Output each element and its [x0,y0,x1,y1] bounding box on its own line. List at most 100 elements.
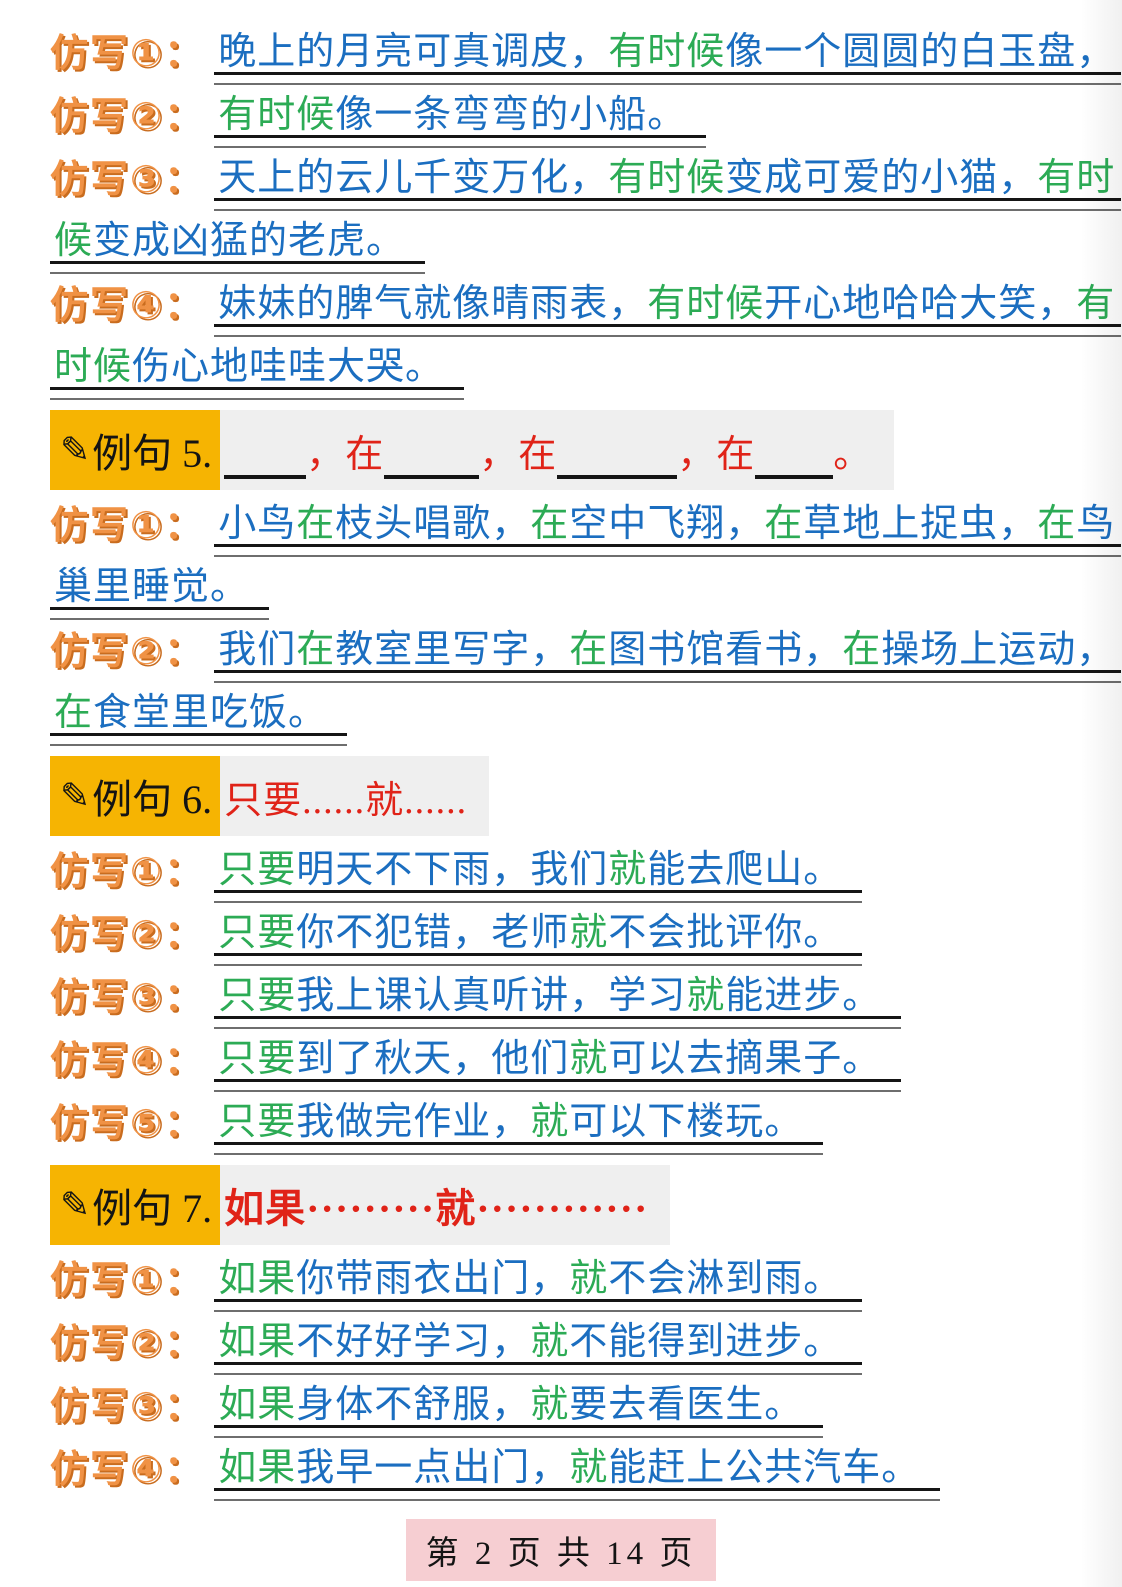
text-segment: 开心地哈哈大笑， [764,283,1077,325]
pattern-blank [224,435,307,479]
text-segment: 候 [54,220,94,262]
text-segment: 只要 [218,912,297,954]
exercise-line-continuation: 巢里睡觉。 [50,559,1075,622]
example-title: 例句 7. [92,1186,213,1231]
line-label: 仿写①： [50,1260,205,1302]
text-segment: 只要......就...... [224,779,468,822]
text-segment: 有 [1076,283,1116,325]
text-segment: 我上课认真听讲，学习 [296,975,687,1017]
text-segment: 就 [530,1384,570,1426]
exercise-line: 仿写①：晚上的月亮可真调皮，有时候像一个圆圆的白玉盘， [50,24,1122,87]
text-segment: 如果 [218,1258,297,1300]
pattern-blank [557,435,678,479]
text-segment: 有时候 [647,283,765,325]
exercise-line: 仿写③：只要我上课认真听讲，学习就能进步。 [50,968,1075,1031]
underlined-sentence: 妹妹的脾气就像晴雨表，有时候开心地哈哈大笑，有 [214,272,1122,339]
text-segment: 在 [54,692,94,734]
text-segment: 在 [569,629,609,671]
example-header: ✎例句 5.，在，在，在。 [50,410,1075,490]
text-segment: 天上的云儿千变万化， [218,157,609,199]
text-segment: 我早一点出门， [296,1447,570,1489]
example-pattern: 只要......就...... [220,756,490,836]
text-segment: 如果 [218,1384,297,1426]
line-label: 仿写②： [50,1323,205,1365]
example-header: ✎例句 6.只要......就...... [50,756,1075,836]
text-segment: 只要 [218,849,297,891]
text-segment: 如果 [218,1321,297,1363]
example-pattern: ，在，在，在。 [220,410,895,490]
exercise-line: 仿写④：只要到了秋天，他们就可以去摘果子。 [50,1031,1075,1094]
text-segment: 食堂里吃饭。 [93,692,328,734]
exercise-line: 仿写②：只要你不犯错，老师就不会批评你。 [50,905,1075,968]
text-segment: 我做完作业， [296,1101,531,1143]
line-label: 仿写④： [50,1040,205,1082]
line-label: 仿写④： [50,285,205,327]
text-segment: 如果 [218,1447,297,1489]
text-segment: 不会批评你。 [608,912,843,954]
text-segment: 身体不舒服， [296,1384,531,1426]
text-segment: 在 [296,629,336,671]
pencil-icon: ✎ [60,1185,91,1225]
underlined-sentence: 只要你不犯错，老师就不会批评你。 [214,901,863,968]
underlined-sentence: 我们在教室里写字，在图书馆看书，在操场上运动， [214,618,1122,685]
line-label: 仿写⑤： [50,1103,205,1145]
text-segment: 操场上运动， [881,629,1116,671]
underlined-sentence: 时候伤心地哇哇大哭。 [50,335,465,402]
text-segment: 有时候 [218,94,336,136]
page-number-badge: 第 2 页 共 14 页 [405,1519,717,1581]
text-segment: 在 [296,503,336,545]
text-segment: 在 [530,503,570,545]
line-label: 仿写①： [50,505,205,547]
underlined-sentence: 小鸟在枝头唱歌，在空中飞翔，在草地上捉虫，在鸟 [214,492,1122,559]
text-segment: 图书馆看书， [608,629,843,671]
example-title: 例句 5. [92,431,213,476]
text-segment: 就 [530,1321,570,1363]
underlined-sentence: 巢里睡觉。 [50,555,270,622]
text-segment: 妹妹的脾气就像晴雨表， [218,283,648,325]
example-badge: ✎例句 7. [50,1165,221,1245]
line-label: 仿写②： [50,631,205,673]
underlined-sentence: 候变成凶猛的老虎。 [50,209,426,276]
line-label: 仿写①： [50,33,205,75]
line-label: 仿写③： [50,159,205,201]
text-segment: 就 [686,975,726,1017]
text-segment: 不好好学习， [296,1321,531,1363]
text-segment: ， [479,433,519,476]
underlined-sentence: 如果不好好学习，就不能得到进步。 [214,1310,863,1377]
underlined-sentence: 如果身体不舒服，就要去看医生。 [214,1373,824,1440]
text-segment: 变成凶猛的老虎。 [93,220,406,262]
text-segment: 可以下楼玩。 [569,1101,804,1143]
example-badge: ✎例句 5. [50,410,221,490]
page-footer: 第 2 页 共 14 页 [0,1519,1122,1581]
text-segment: 能进步。 [725,975,882,1017]
text-segment: 如果·········就············ [224,1186,649,1231]
exercise-line: 仿写③：如果身体不舒服，就要去看医生。 [50,1377,1075,1440]
text-segment: 就 [530,1101,570,1143]
underlined-sentence: 在食堂里吃饭。 [50,681,348,748]
underlined-sentence: 只要我做完作业，就可以下楼玩。 [214,1090,824,1157]
text-segment: 小鸟 [218,503,297,545]
text-segment: ， [306,433,346,476]
text-segment: 就 [569,1447,609,1489]
text-segment: 我们 [218,629,297,671]
text-segment: 你带雨衣出门， [296,1258,570,1300]
text-segment: 晚上的月亮可真调皮， [218,31,609,73]
exercise-line: 仿写③：天上的云儿千变万化，有时候变成可爱的小猫，有时 [50,150,1122,213]
text-segment: 草地上捉虫， [803,503,1038,545]
line-label: 仿写②： [50,914,205,956]
text-segment: 像一个圆圆的白玉盘， [725,31,1116,73]
text-segment: 在 [345,433,385,476]
text-segment: 变成可爱的小猫， [725,157,1038,199]
text-segment: 就 [569,1258,609,1300]
text-segment: 就 [569,1038,609,1080]
exercise-line: 仿写①：小鸟在枝头唱歌，在空中飞翔，在草地上捉虫，在鸟 [50,496,1122,559]
example-header: ✎例句 7.如果·········就············ [50,1165,1075,1245]
line-label: 仿写④： [50,1449,205,1491]
pencil-icon: ✎ [60,430,91,470]
pencil-icon: ✎ [60,776,91,816]
pattern-blank [755,435,834,479]
text-segment: 教室里写字， [335,629,570,671]
text-segment: 不能得到进步。 [569,1321,843,1363]
example-pattern: 如果·········就············ [220,1165,671,1245]
text-segment: 可以去摘果子。 [608,1038,882,1080]
